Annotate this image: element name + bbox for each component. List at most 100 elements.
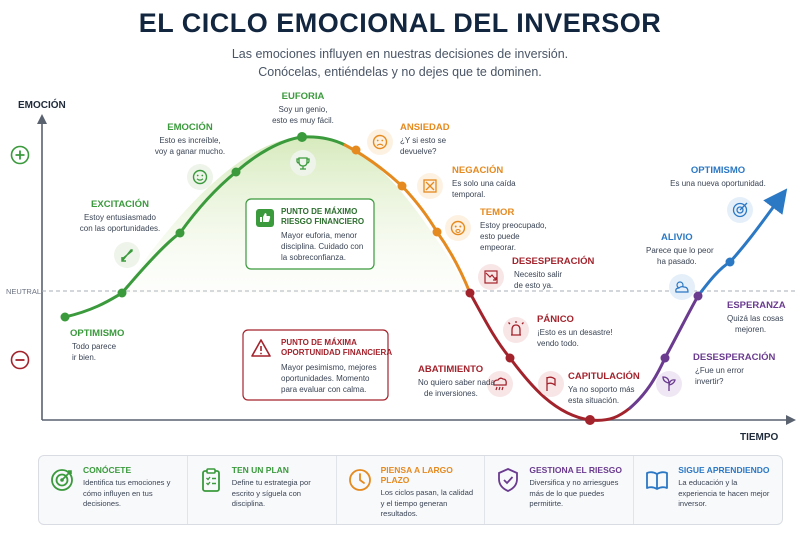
risk-callout-desc: disciplina. Cuidado con [281,242,363,251]
tip-conocete: CONÓCETE Identifica tus emociones y cómo… [39,456,188,524]
dot-temor [432,227,442,237]
tip-desc: Diversifica y no arriesgues más de lo qu… [529,478,619,508]
tip-title: PIENSA A LARGO PLAZO [380,465,453,485]
axes: EMOCIÓN TIEMPO NEUTRAL [6,98,796,443]
emotional-cycle-diagram: EMOCIÓN TIEMPO NEUTRAL [6,91,796,443]
stage-desc: esta situación. [568,396,619,405]
stage-desc: empeorar. [480,243,516,252]
trophy-icon [290,150,316,176]
stage-desc: Estoy entusiasmado [84,213,157,222]
dot-ansiedad [351,145,361,155]
stage-excitacion: EXCITACIÓN Estoy entusiasmado con las op… [80,198,161,233]
tip-title: TEN UN PLAN [231,465,289,475]
tip-sigue-aprendiendo: SIGUE APRENDIENDO La educación y la expe… [634,456,782,524]
sprout-icon [656,371,682,397]
stage-desc: Necesito salir [514,270,562,279]
tip-desc: Define tu estrategia por escrito y sígue… [231,478,311,508]
curve-red [468,291,632,422]
chart-down-icon [478,264,504,290]
stage-desc: Quizá las cosas [727,314,783,323]
dot-panico [505,353,515,363]
stage-title: EXCITACIÓN [91,198,149,210]
opportunity-callout-title: OPORTUNIDAD FINANCIERA [281,348,392,357]
rain-cloud-icon [487,371,513,397]
stage-desc: Es solo una caída [452,179,516,188]
stage-title: ANSIEDAD [400,122,450,133]
stage-title: CAPITULACIÓN [568,370,640,382]
tip-desc: Identifica tus emociones y cómo influyen… [83,478,171,508]
tip-gestiona-riesgo: GESTIONA EL RIESGO Diversifica y no arri… [485,456,635,524]
tip-ten-un-plan: TEN UN PLAN Define tu estrategia por esc… [188,456,337,524]
stage-desc: de esto ya. [514,281,553,290]
stage-desc: mejoren. [735,325,766,334]
stage-euforia: EUFORIA Soy un genio, esto es muy fácil. [272,91,334,125]
stage-desc: de inversiones. [424,389,478,398]
stage-desc: esto puede [480,232,520,241]
flag-icon [538,371,564,397]
plus-icon [10,145,30,165]
tip-title: SIGUE APRENDIENDO [678,465,770,475]
tip-largo-plazo: PIENSA A LARGO PLAZO Los ciclos pasan, l… [337,456,486,524]
stage-desc: Soy un genio, [279,105,328,114]
opportunity-callout-desc: Mayor pesimismo, mejores [281,363,377,372]
stage-title: OPTIMISMO [691,165,745,176]
stage-desc: ¿Y si esto se [400,136,447,145]
stage-desc: con las oportunidades. [80,224,161,233]
stage-panico: PÁNICO ¡Esto es un desastre! vendo todo. [537,314,613,348]
stage-desc: Es una nueva oportunidad. [670,179,766,188]
stage-temor: TEMOR Estoy preocupado, esto puede empeo… [480,207,547,252]
stage-optimismo-2: OPTIMISMO Es una nueva oportunidad. [670,165,766,188]
stage-title: TEMOR [480,207,514,218]
stage-desc: Parece que lo peor [646,246,714,255]
minus-icon [10,350,30,370]
stage-desc: ha pasado. [657,257,697,266]
clock-icon [348,469,371,491]
warning-icon [251,339,271,357]
stage-emocion: EMOCIÓN Esto es increíble, voy a ganar m… [155,121,225,156]
dot-desesperacion [465,288,475,298]
thumbs-up-icon [256,209,274,227]
stage-title: EMOCIÓN [167,121,213,133]
risk-callout-title: RIESGO FINANCIERO [281,217,364,226]
stage-title: ABATIMIENTO [418,364,483,375]
subtitle-line-1: Las emociones influyen en nuestras decis… [231,47,569,61]
dot-emocion [231,167,241,177]
stage-optimismo-1: OPTIMISMO Todo parece ir bien. [70,328,124,362]
risk-callout-title: PUNTO DE MÁXIMO [281,207,357,216]
cancel-icon [417,173,443,199]
risk-callout-desc: la sobreconfianza. [281,253,346,262]
stage-negacion: NEGACIÓN Es solo una caída temporal. [452,164,516,199]
opportunity-callout-desc: para evaluar con calma. [281,385,366,394]
target-icon [51,469,73,491]
stage-title: NEGACIÓN [452,164,503,176]
stage-ansiedad: ANSIEDAD ¿Y si esto se devuelve? [400,122,450,156]
x-axis-arrow [786,415,796,425]
smile-icon [187,164,213,190]
stage-desc: Esto es increíble, [159,136,220,145]
risk-callout-desc: Mayor euforia, menor [281,231,357,240]
stage-capitulacion: CAPITULACIÓN Ya no soporto más esta situ… [568,370,640,405]
neutral-label: NEUTRAL [6,287,41,296]
stage-desesperacion-2: DESESPERACIÓN ¿Fue un error invertir? [693,351,775,386]
tip-desc: La educación y la experiencia te hacen m… [678,478,770,508]
page-title: EL CICLO EMOCIONAL DEL INVERSOR [138,8,662,38]
dot-negacion [397,181,407,191]
stage-desc: Todo parece [72,342,117,351]
fear-icon [445,215,471,241]
sun-cloud-icon [669,274,695,300]
stage-desesperacion-1: DESESPERACIÓN Necesito salir de esto ya. [512,255,594,290]
dot-esperanza [693,291,703,301]
y-axis-arrow [37,114,47,124]
dot-optimismo [60,312,70,322]
stage-title: EUFORIA [282,91,325,102]
stage-title: DESESPERACIÓN [693,351,775,363]
stage-title: ALIVIO [661,232,693,243]
y-axis-label: EMOCIÓN [18,98,66,111]
stage-desc: esto es muy fácil. [272,116,334,125]
stage-title: DESESPERACIÓN [512,255,594,267]
stage-labels: OPTIMISMO Todo parece ir bien. EXCITACIÓ… [70,91,786,405]
dot-capitulacion [585,415,595,425]
stage-desc: ¡Esto es un desastre! [537,328,613,337]
subtitle-line-2: Conócelas, entiéndelas y no dejes que te… [258,65,542,79]
x-axis-label: TIEMPO [740,432,779,443]
